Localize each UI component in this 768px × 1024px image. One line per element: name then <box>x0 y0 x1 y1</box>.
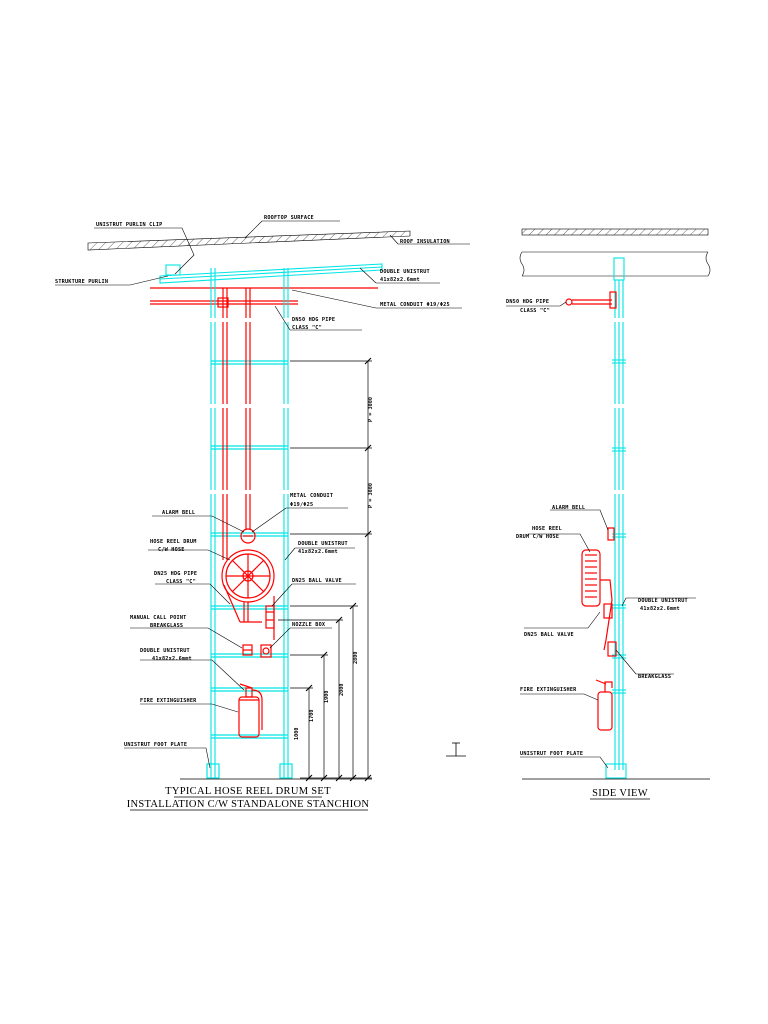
side-label-unistrut-foot-plate: UNISTRUT FOOT PLATE <box>520 751 583 757</box>
manual-call-point <box>242 644 253 656</box>
dn50-pipe-vertical <box>222 288 251 560</box>
dim-1000: 1000 <box>294 728 300 741</box>
label-dn25-pipe-class: CLASS "C" <box>166 579 196 585</box>
dim-1700: 1700 <box>309 710 315 723</box>
fire-extinguisher <box>238 683 263 738</box>
ball-valve <box>265 596 275 640</box>
label-dn25-ball-valve: DN25 BALL VALVE <box>292 578 342 584</box>
label-metal-conduit-top: METAL CONDUIT Φ19/Φ25 <box>380 302 450 308</box>
main-elevation: P = 3000 P = 3000 2800 2000 1900 1700 10… <box>55 215 470 811</box>
label-hose-reel-drum: HOSE REEL DRUM <box>150 539 197 545</box>
label-double-unistrut-top: DOUBLE UNISTRUT <box>380 269 430 275</box>
side-label-dn50-pipe-class: CLASS "C" <box>520 308 550 314</box>
title-main-line2: INSTALLATION C/W STANDALONE STANCHION <box>127 799 370 810</box>
side-label-dn25-ball-valve: DN25 BALL VALVE <box>524 632 574 638</box>
roof-slab <box>87 230 411 251</box>
nozzle-box <box>260 644 272 658</box>
label-alarm-bell: ALARM BELL <box>162 510 195 516</box>
label-metal-conduit-mid: METAL CONDUIT <box>290 493 333 499</box>
label-unistrut-purlin-clip: UNISTRUT PURLIN CLIP <box>96 222 162 228</box>
side-label-hose-reel-drum: HOSE REEL <box>532 526 562 532</box>
label-hose-reel-drum-hose: C/W HOSE <box>158 547 185 553</box>
top-unistrut-channel <box>159 263 383 284</box>
side-breaks <box>612 318 626 494</box>
section-marker <box>446 742 466 757</box>
dimension-lines <box>278 360 372 779</box>
label-double-unistrut-top-size: 41x82x2.6mmt <box>380 277 420 283</box>
dim-1900: 1900 <box>324 691 330 704</box>
side-title: SIDE VIEW <box>590 788 650 800</box>
side-label-fire-extinguisher: FIRE EXTINGUISHER <box>520 687 577 693</box>
pipe-breaks <box>221 318 252 494</box>
label-fire-extinguisher: FIRE EXTINGUISHER <box>140 698 197 704</box>
post-breaks <box>209 318 290 494</box>
dim-2000: 2000 <box>339 684 345 697</box>
side-label-double-unistrut: DOUBLE UNISTRUT <box>638 598 688 604</box>
label-metal-conduit-mid-size: Φ19/Φ25 <box>290 502 313 508</box>
dim-2800: 2800 <box>353 652 359 665</box>
dim-p1: P = 3000 <box>368 397 374 422</box>
label-double-unistrut-low-size: 41x82x2.6mmt <box>152 656 192 662</box>
side-leaders <box>506 301 696 769</box>
side-view: DN50 HDG PIPE CLASS "C" ALARM BELL HOSE … <box>506 228 711 800</box>
label-dn50-pipe-class: CLASS "C" <box>292 325 322 331</box>
dimension-texts: P = 3000 P = 3000 2800 2000 1900 1700 10… <box>294 397 374 740</box>
side-label-double-unistrut-size: 41x82x2.6mmt <box>640 606 680 612</box>
label-structure-purlin: STRUKTURE PURLIN <box>55 279 108 285</box>
label-double-unistrut-mid: DOUBLE UNISTRUT <box>298 541 348 547</box>
title-side: SIDE VIEW <box>592 788 648 799</box>
dim-p2: P = 3000 <box>368 483 374 508</box>
label-nozzle-box: NOZZLE BOX <box>292 622 326 628</box>
side-label-hose-reel-drum-hose: DRUM C/W HOSE <box>516 534 559 540</box>
hose-reel-drum <box>221 549 275 623</box>
label-dn25-pipe: DN25 HDG PIPE <box>154 571 197 577</box>
label-manual-call-point: MANUAL CALL POINT <box>130 615 187 621</box>
side-label-alarm-bell: ALARM BELL <box>552 505 585 511</box>
alarm-bell <box>240 528 256 544</box>
side-services <box>565 291 617 731</box>
metal-conduit-horizontal <box>150 287 378 308</box>
label-manual-call-point-bg: BREAKGLASS <box>150 623 183 629</box>
stanchion-posts <box>210 268 289 778</box>
side-label-dn50-pipe: DN50 HDG PIPE <box>506 299 549 305</box>
dimension-ticks <box>305 357 372 782</box>
label-double-unistrut-low: DOUBLE UNISTRUT <box>140 648 190 654</box>
side-labels: DN50 HDG PIPE CLASS "C" ALARM BELL HOSE … <box>506 299 688 757</box>
label-unistrut-foot-plate: UNISTRUT FOOT PLATE <box>124 742 187 748</box>
label-dn50-pipe: DN50 HDG PIPE <box>292 317 335 323</box>
side-stanchion <box>605 257 627 779</box>
labels: UNISTRUT PURLIN CLIP ROOFTOP SURFACE ROO… <box>55 215 450 748</box>
foot-plate <box>206 763 293 779</box>
side-roof <box>519 228 711 277</box>
label-double-unistrut-mid-size: 41x82x2.6mmt <box>298 549 338 555</box>
label-roof-insulation: ROOF INSULATION <box>400 239 450 245</box>
leader-lines <box>55 220 470 769</box>
side-label-breakglass: BREAKGLASS <box>638 674 671 680</box>
title-main-line1: TYPICAL HOSE REEL DRUM SET <box>165 786 331 797</box>
label-rooftop-surface: ROOFTOP SURFACE <box>264 215 314 221</box>
main-title: TYPICAL HOSE REEL DRUM SET INSTALLATION … <box>127 786 370 811</box>
